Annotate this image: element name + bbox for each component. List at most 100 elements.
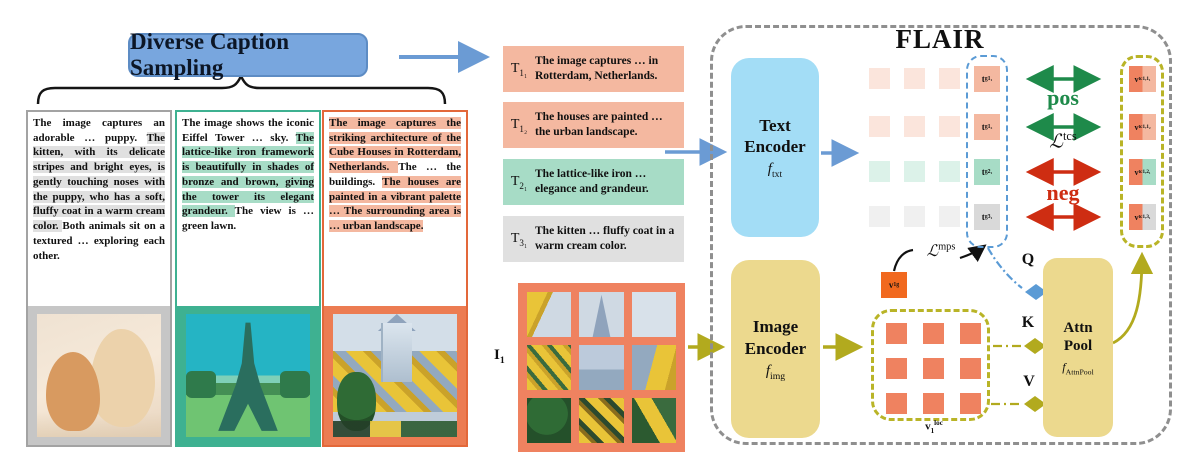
kitten-puppy-photo [37,314,161,437]
caption-text-eiffel: The image shows the iconic Eiffel Tower … [177,112,319,306]
image-patch [579,398,624,443]
input-image-patch-grid [518,283,685,452]
local-image-token [923,323,944,344]
sampled-caption-row-3: T2₁ The lattice-like iron … elegance and… [503,159,684,205]
kitten-shape [45,352,101,431]
text-token-square [939,206,960,227]
sampled-caption-text: The kitten … fluffy coat in a warm cream… [535,225,675,252]
photo-band-teal [177,306,319,445]
text-conditioned-token-group [1120,55,1164,248]
ground-shape [333,421,457,437]
value-label: V [1023,373,1035,390]
text-token-square [904,206,925,227]
caption-id-label: T3₁ [510,230,528,248]
caption-box-eiffel: The image shows the iconic Eiffel Tower … [175,110,321,447]
flair-dashed-frame [710,25,1172,445]
sampled-caption-text: The image captures … in Rotterdam, Nethe… [535,55,659,82]
local-image-token [960,393,981,414]
building-shape [381,322,413,382]
key-label: K [1021,314,1035,331]
text-token-square [869,68,890,89]
image-encoder-function-label: fimg [765,362,786,382]
caption-box-kitten: The image captures an adorable … puppy. … [26,110,172,447]
text-encoder-label: Encoder [744,137,806,156]
eiffel-tower-photo [186,314,310,437]
caption-segment: The image captures an adorable … puppy. [33,117,165,144]
tree-shape [186,370,216,398]
attention-pool-label: Pool [1063,338,1093,355]
text-token-square [904,116,925,137]
image-encoder-label: Image [752,317,799,337]
attention-pool-box: Attn Pool fAttnPool [1043,258,1113,437]
image-patch [579,345,624,390]
caption-text-cube-houses: The image captures the striking architec… [324,112,466,306]
local-image-token [960,323,981,344]
caption-segment: The view is … green lawn. [182,205,314,233]
local-image-token [886,393,907,414]
text-encoder-function-label: ftxt [767,161,783,181]
local-image-token-group [871,309,990,421]
image-patch [527,398,572,443]
text-token-square [939,161,960,182]
attention-pool-label: Attn [1063,319,1093,336]
text-token-square [904,68,925,89]
puppy-shape [90,328,155,428]
image-encoder-box: Image Encoder fimg [731,260,820,438]
caption-segment: The … the buildings. [329,161,462,188]
mps-loss-label: ℒmps [926,241,956,260]
diverse-caption-sampling-label: Diverse Caption Sampling [130,29,290,80]
image-patch [631,398,676,443]
caption-segment-highlighted: The kitten, with its delicate stripes an… [33,131,165,233]
positive-pair-label: pos [1047,85,1079,110]
image-encoder-label: Encoder [744,338,807,358]
caption-segment: Both animals sit on a textured … explori… [33,220,165,262]
sampled-caption-text: The houses are painted … the urban lands… [535,111,663,138]
image-id-label: I1 [494,347,505,366]
text-token-square [939,116,960,137]
text-token-square [869,206,890,227]
cube-houses-photo [333,314,457,437]
local-tokens-label: v1loc [925,419,943,435]
local-image-token [886,358,907,379]
caption-id-label: T2₁ [510,173,528,191]
image-patch [579,292,624,337]
local-image-token [886,323,907,344]
text-encoder-box: Text Encoder ftxt [731,58,819,237]
attention-pool-function-label: fAttnPool [1062,360,1094,377]
caption-text-kitten: The image captures an adorable … puppy. … [28,112,170,306]
tcs-loss-label: ℒtcs [1049,129,1077,153]
tree-shape [280,370,310,398]
local-image-token [923,358,944,379]
caption-box-cube-houses: The image captures the striking architec… [322,110,468,447]
sampled-caption-text: The lattice-like iron … elegance and gra… [535,168,649,195]
photo-band-coral [324,306,466,445]
query-label: Q [1021,251,1035,268]
sampled-caption-row-2: T1₂ The houses are painted … the urban l… [503,102,684,148]
photo-band-gray [28,306,170,445]
text-encoder-label: Text [759,115,791,135]
diverse-caption-sampling-box: Diverse Caption Sampling [128,29,368,80]
caption-segment: The image shows the iconic Eiffel Tower … [182,117,314,144]
text-token-square [904,161,925,182]
image-patch [527,292,572,337]
flair-title: FLAIR [895,24,985,54]
image-patch [527,345,572,390]
negative-pair-label: neg [1046,180,1080,205]
image-patch [631,292,676,337]
global-text-token-group [966,55,1008,248]
caption-id-label: T1₂ [510,116,528,134]
image-patch [631,345,676,390]
sampled-caption-row-1: T1₁ The image captures … in Rotterdam, N… [503,46,684,92]
sampled-caption-row-4: T3₁ The kitten … fluffy coat in a warm c… [503,216,684,262]
local-image-token [923,393,944,414]
